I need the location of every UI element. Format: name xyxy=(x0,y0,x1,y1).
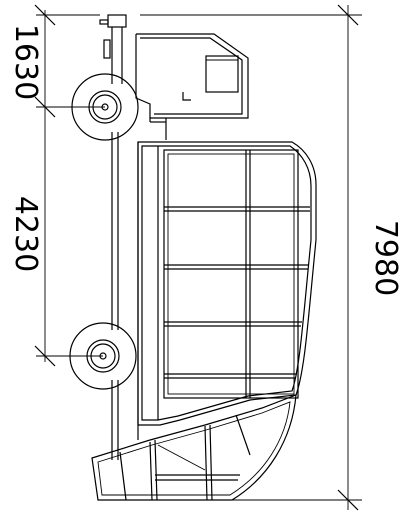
chassis-frame xyxy=(111,64,123,460)
rear-tailgate xyxy=(91,394,297,501)
overall-length-label: 7980 xyxy=(368,220,403,296)
left-dimensions: 1630 4230 xyxy=(8,4,100,367)
rear-wheel xyxy=(45,322,137,390)
cargo-body xyxy=(137,141,317,440)
tick-mark-bottom xyxy=(337,489,359,511)
cab-window xyxy=(205,55,239,93)
front-overhang-label: 1630 xyxy=(8,24,43,100)
cab-inner-outline xyxy=(140,37,243,115)
front-bumper xyxy=(99,14,127,64)
tailgate-outline xyxy=(91,394,297,501)
cab-outline xyxy=(136,33,249,122)
wheelbase-label: 4230 xyxy=(8,196,43,272)
door-handle xyxy=(182,92,191,101)
tick-mark-top xyxy=(337,4,359,26)
overall-length-dimension: 7980 xyxy=(140,4,403,511)
cab xyxy=(135,33,249,140)
tick-mark-front xyxy=(34,4,56,26)
front-wheel xyxy=(45,73,139,141)
cargo-grid-frame xyxy=(163,149,299,399)
cargo-body-outline xyxy=(137,141,317,426)
